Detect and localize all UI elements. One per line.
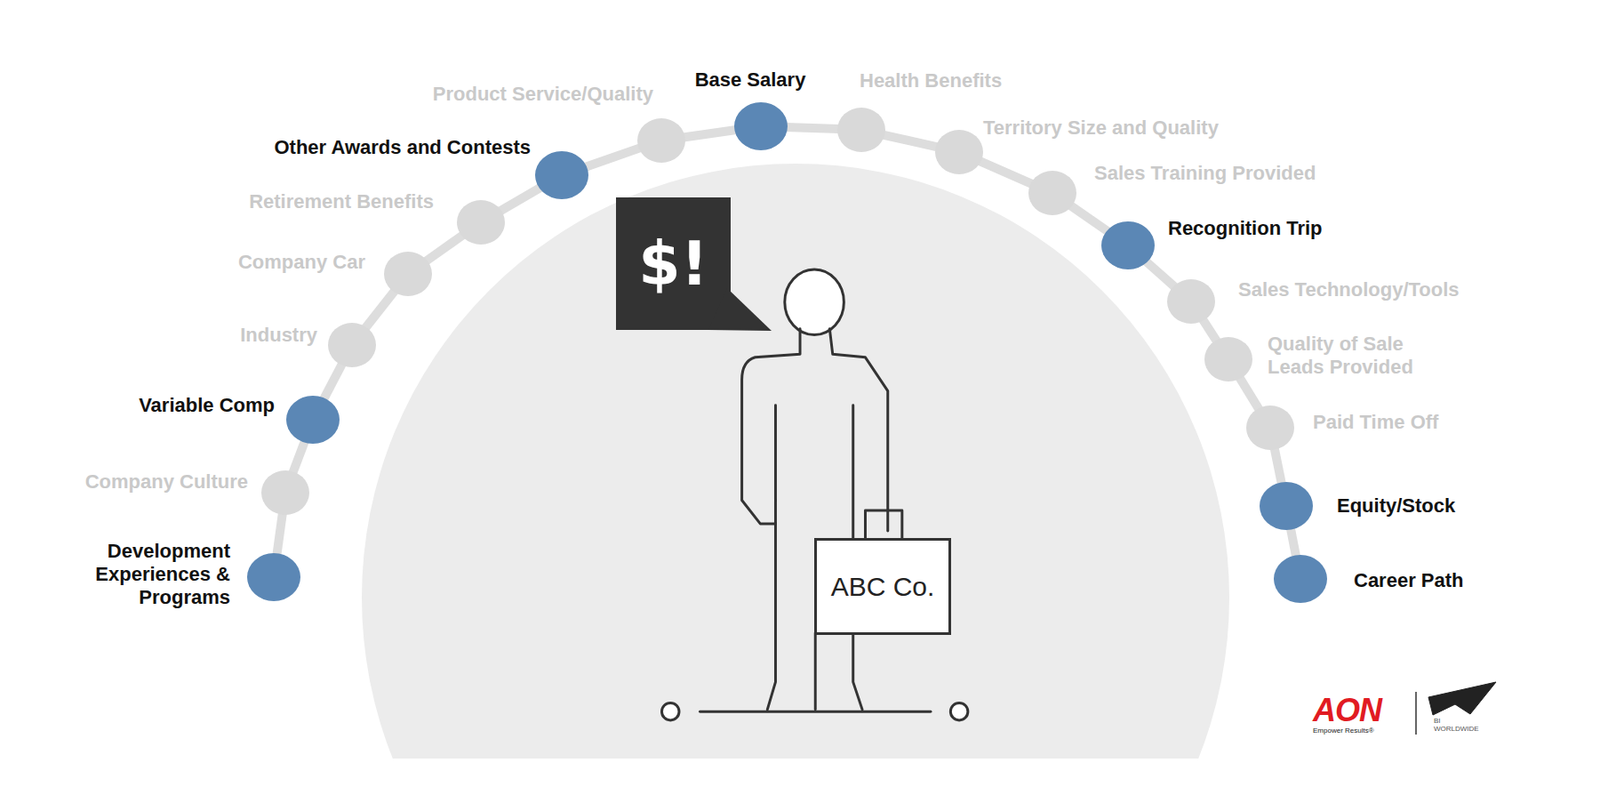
arc-segment [979,160,1033,184]
reward-label: Company Car [238,250,366,274]
arc-segment [499,187,541,212]
arc-segment [882,135,937,148]
background-disk [361,163,1230,759]
highlight-dot: Career Path [1273,554,1328,603]
muted-dot: Sales Technology/Tools [1167,279,1216,324]
company-name: ABC Co. [831,571,936,602]
reward-label: Development Experiences & Programs [79,539,231,609]
logo-separator [1415,691,1417,735]
bi-worldwide-mark [1428,681,1496,715]
muted-dot: Sales Training Provided [1028,170,1077,216]
arc-segment [1290,528,1296,558]
arc-segment [1145,261,1176,288]
muted-dot: Territory Size and Quality [935,129,984,175]
reward-label: Sales Technology/Tools [1238,278,1460,302]
person-figure [661,269,968,720]
arc-segment [365,290,396,329]
arc-segment [584,147,641,168]
reward-label: Retirement Benefits [248,190,434,214]
reward-label: Paid Time Off [1312,410,1439,434]
arc-segment [683,129,737,138]
reward-label: Sales Training Provided [1094,161,1316,185]
reward-label: Other Awards and Contests [273,136,531,160]
muted-dot: Company Culture [261,470,310,515]
reward-label: Equity/Stock [1336,494,1456,518]
reward-label: Product Service/Quality [432,82,654,106]
reward-label: Base Salary [695,68,807,92]
arc-segment [276,512,282,555]
bubble-symbol: $! [638,228,708,299]
highlight-dot: Equity/Stock [1259,481,1313,530]
arc-segment [1070,205,1109,232]
aon-tagline: Empower Results® [1312,726,1375,735]
muted-dot: Paid Time Off [1246,405,1295,450]
bi-worldwide-text: BI WORLDWIDE [1433,716,1480,733]
reward-label: Territory Size and Quality [983,116,1219,140]
arc-segment [425,234,464,262]
reward-label: Variable Comp [138,393,275,417]
reward-label: Health Benefits [859,69,1002,93]
reward-label: Career Path [1353,568,1464,592]
muted-dot: Product Service/Quality [637,118,686,163]
highlight-dot: Variable Comp [286,395,340,444]
highlight-dot: Other Awards and Contests [535,151,589,200]
speech-bubble: $! [616,197,731,330]
briefcase: ABC Co. [814,537,952,635]
reward-label: Quality of Sale Leads Provided [1267,332,1446,379]
reward-label: Industry [240,323,318,347]
highlight-dot: Base Salary [734,102,788,151]
muted-dot: Company Car [384,251,432,296]
arc-segment [785,127,840,129]
arc-segment [1274,448,1282,485]
aon-logo: AON [1312,691,1382,729]
highlight-dot: Development Experiences & Programs [247,552,301,601]
arc-segment [292,440,305,474]
reward-label: Company Culture [85,470,248,494]
arc-segment [323,363,343,400]
muted-dot: Quality of Sale Leads Provided [1204,336,1253,382]
muted-dot: Industry [328,322,376,368]
arc-segment [1202,319,1217,342]
reward-label: Recognition Trip [1168,216,1323,240]
highlight-dot: Recognition Trip [1101,221,1155,270]
arc-segment [1239,376,1260,410]
muted-dot: Retirement Benefits [456,200,505,245]
muted-dot: Health Benefits [837,107,886,152]
